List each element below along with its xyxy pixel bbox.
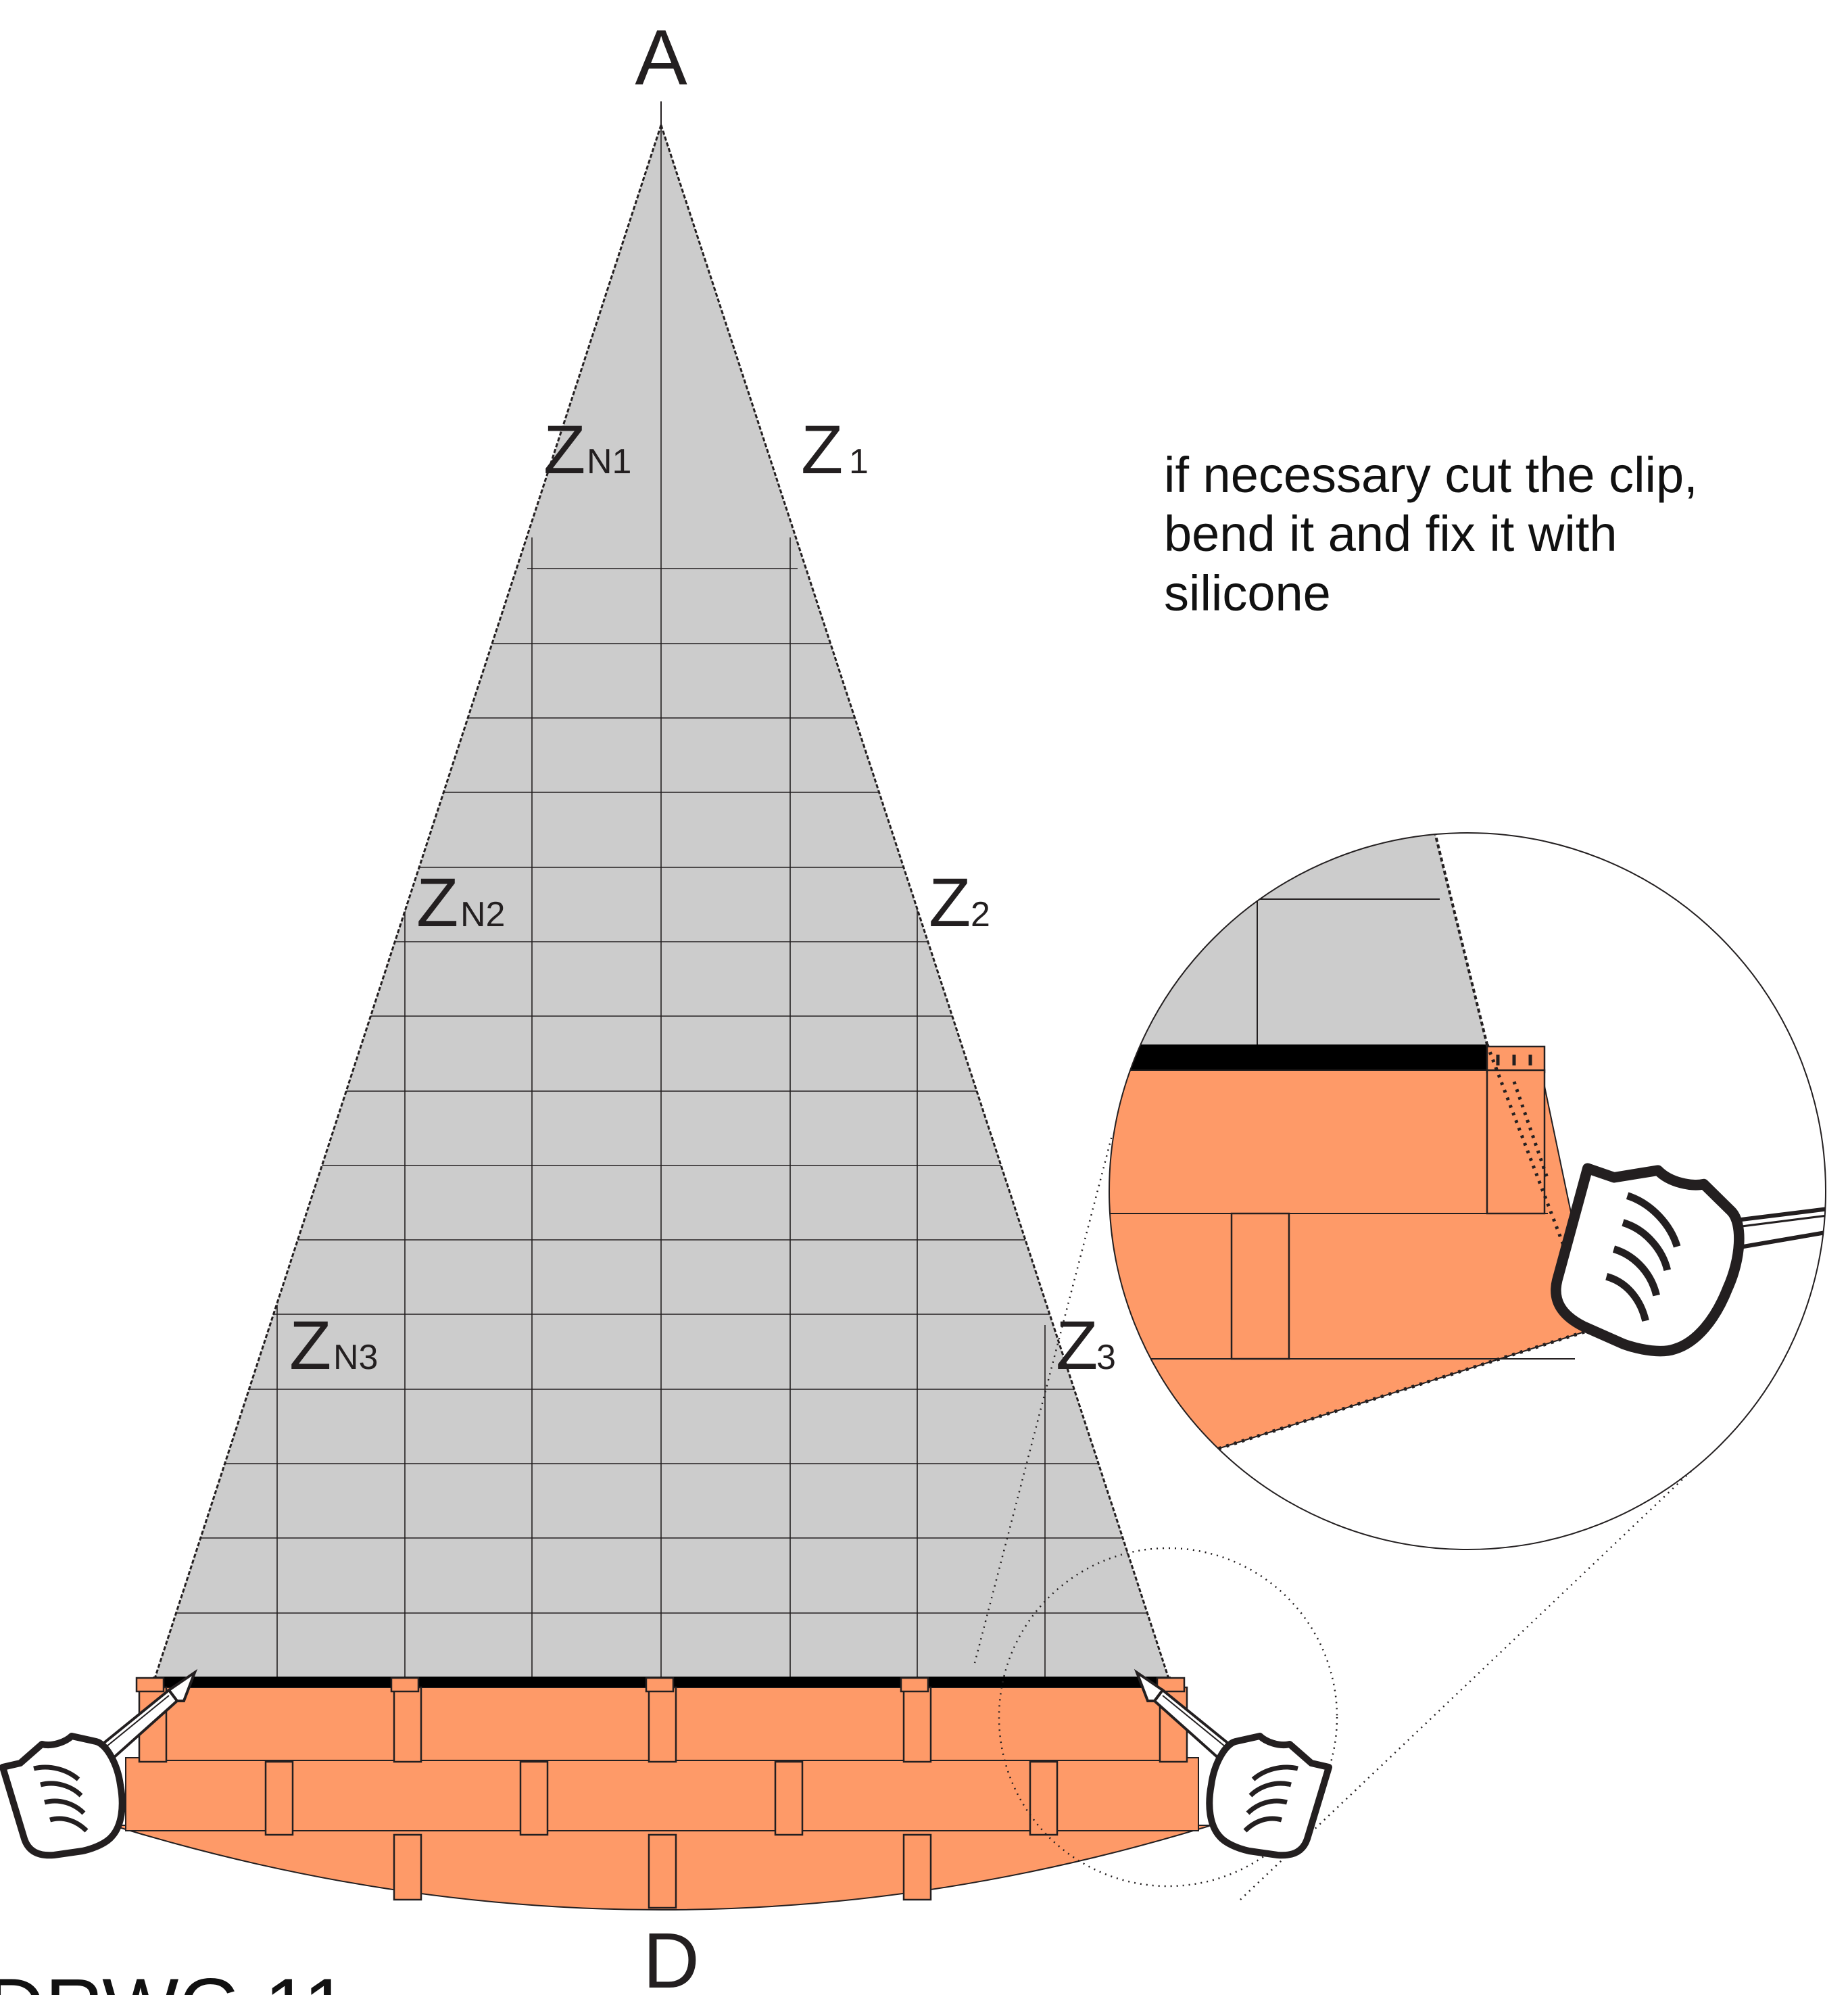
- tile-clips: [135, 1677, 1188, 1909]
- bottom-label: D: [643, 1917, 700, 1995]
- instruction-note: if necessary cut the clip, bend it and f…: [1164, 447, 1698, 621]
- drawing-caption: DRWG 11: [0, 1962, 349, 1995]
- zone-label-zn3: Z: [289, 1307, 331, 1384]
- zone-label-zn3-sub: N3: [333, 1338, 378, 1377]
- cone-panel: [151, 101, 1172, 1685]
- zone-label-z1: Z: [801, 411, 843, 488]
- instruction-line-1: if necessary cut the clip,: [1164, 447, 1698, 503]
- detail-callout: [973, 1135, 1718, 1900]
- zone-label-zn1: Z: [543, 411, 585, 488]
- apex-label: A: [635, 14, 687, 101]
- zone-label-zn2-sub: N2: [460, 895, 505, 934]
- instruction-line-3: silicone: [1164, 565, 1331, 621]
- tile-row-middle: [125, 1757, 1199, 1831]
- zone-label-z3: Z: [1056, 1307, 1098, 1384]
- cone-panel-fill: [153, 125, 1171, 1685]
- panel-grid: [162, 125, 1156, 1685]
- detail-magnifier: [1109, 832, 1826, 1550]
- zone-label-z1-sub: 1: [849, 442, 869, 481]
- zone-label-z3-sub: 3: [1096, 1338, 1116, 1377]
- zone-label-z2-sub: 2: [971, 895, 990, 934]
- detail-source-circle: [998, 1547, 1338, 1888]
- zone-label-zn1-sub: N1: [587, 442, 631, 481]
- detail-magnifier-outline: [1109, 832, 1826, 1550]
- zone-label-zn2: Z: [416, 864, 458, 941]
- instruction-line-2: bend it and fix it with: [1164, 506, 1617, 562]
- zone-label-z2: Z: [929, 864, 971, 941]
